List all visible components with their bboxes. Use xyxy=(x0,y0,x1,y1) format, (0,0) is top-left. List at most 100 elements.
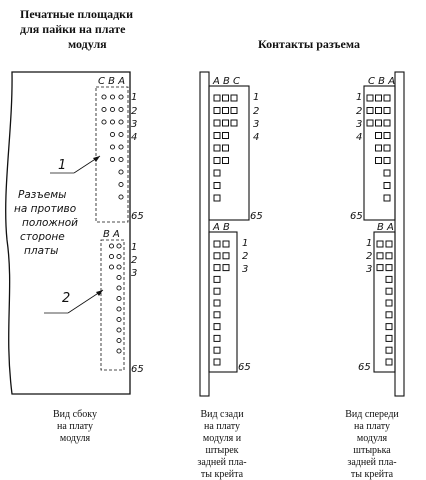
opposite-side-note: Разъемы на противо положной стороне плат… xyxy=(14,189,78,257)
solder-pad xyxy=(108,243,115,249)
caption-rear-view: Вид сзади на плату модуля и штырек задне… xyxy=(197,409,246,480)
backplane-board xyxy=(199,71,210,397)
callout-arrowhead xyxy=(93,156,100,162)
connector-contact xyxy=(213,275,221,283)
solder-pad xyxy=(118,144,124,150)
callout-label: 2 xyxy=(62,291,70,306)
note-line: на противо xyxy=(14,203,76,215)
solder-pad xyxy=(108,253,115,260)
caption-line: ты крейта xyxy=(201,469,244,480)
connector-contact xyxy=(383,94,391,102)
connector-contact xyxy=(222,119,229,127)
caption-line: штырька xyxy=(353,445,391,456)
solder-pad xyxy=(109,119,116,125)
connector-contact xyxy=(383,119,391,127)
row-label: 3 xyxy=(253,119,259,130)
row-labels-upper-right: 1 2 3 4 65 xyxy=(350,92,363,222)
caption-line: задней пла- xyxy=(197,457,246,468)
caption-line: задней пла- xyxy=(347,457,396,468)
solder-pad xyxy=(108,264,115,270)
connector-contact xyxy=(366,107,374,114)
lower-connector-body xyxy=(373,231,396,373)
connector-contact xyxy=(213,252,221,260)
upper-solder-pads xyxy=(101,94,124,200)
solder-pad xyxy=(101,94,107,100)
row-label: 2 xyxy=(242,251,248,262)
caption-side-view: Вид сбоку на плату модуля xyxy=(53,409,97,444)
upper-connector-body xyxy=(363,85,396,221)
connector-contact xyxy=(222,107,229,114)
column-labels: B A xyxy=(377,222,394,233)
connector-contact xyxy=(385,264,393,272)
solder-pad xyxy=(116,327,122,333)
solder-pad xyxy=(109,94,116,100)
caption-line: штырек xyxy=(205,445,238,456)
backplane-board xyxy=(394,71,405,397)
row-label: 1 xyxy=(253,92,259,103)
row-label: 1 xyxy=(366,238,372,249)
row-label: 2 xyxy=(366,251,372,262)
connector-contact xyxy=(213,182,221,189)
solder-pad xyxy=(109,106,116,113)
caption-line: Вид сзади xyxy=(200,409,244,420)
connector-contact xyxy=(213,240,221,248)
callout-arrowhead xyxy=(96,290,103,296)
upper-pad-area xyxy=(95,86,129,223)
callout-label: 1 xyxy=(58,158,66,173)
connector-contact xyxy=(213,287,221,295)
row-label: 2 xyxy=(356,106,362,117)
caption-line: модуля xyxy=(357,433,388,444)
connector-contact xyxy=(213,119,221,127)
row-labels-lower-middle: 1 2 3 65 xyxy=(238,238,251,373)
caption-line: ты крейта xyxy=(351,469,394,480)
connector-contact xyxy=(213,107,221,114)
caption-line: модуля и xyxy=(203,433,242,444)
solder-pad xyxy=(116,348,122,354)
note-line: стороне xyxy=(20,231,65,243)
connector-contact xyxy=(376,240,384,248)
connector-contact xyxy=(383,169,391,177)
connector-contact xyxy=(222,144,229,152)
connector-contact xyxy=(213,334,221,342)
solder-pad xyxy=(116,295,122,302)
row-label: 4 xyxy=(131,132,137,143)
solder-pad xyxy=(118,169,124,175)
connector-contact xyxy=(213,157,221,164)
row-label: 65 xyxy=(358,362,371,373)
caption-line: Вид спереди xyxy=(345,409,399,420)
connector-contact xyxy=(213,132,221,139)
connector-contact xyxy=(376,264,384,272)
connector-contact xyxy=(385,323,393,331)
solder-pad xyxy=(116,316,122,323)
row-label: 1 xyxy=(242,238,248,249)
connector-contact xyxy=(213,194,221,202)
solder-pad xyxy=(118,156,124,163)
lower-contact-array xyxy=(213,240,230,366)
connector-contact xyxy=(366,94,374,102)
connector-contact xyxy=(383,144,391,152)
connector-contact xyxy=(383,194,391,202)
connector-contact xyxy=(222,132,229,139)
connector-contact xyxy=(385,299,393,307)
front-view-connector: C B A B A 1 2 3 4 65 1 2 3 65 xyxy=(350,71,405,397)
connector-contact xyxy=(213,299,221,307)
connector-contact xyxy=(366,119,374,127)
callout-leader xyxy=(67,289,104,314)
upper-connector-body xyxy=(208,85,250,221)
connector-contact xyxy=(222,240,230,248)
row-label: 4 xyxy=(253,132,259,143)
connector-contact xyxy=(213,94,221,102)
callout-1: 1 xyxy=(50,155,101,174)
solder-pad xyxy=(116,337,122,344)
connector-contact xyxy=(383,132,391,139)
heading-right: Контакты разъема xyxy=(258,37,360,51)
row-label: 65 xyxy=(350,211,363,222)
connector-contact xyxy=(213,144,221,152)
connector-contact xyxy=(376,252,384,260)
column-labels: A B xyxy=(212,222,230,233)
solder-pad xyxy=(109,156,116,163)
solder-pad xyxy=(118,131,124,138)
lower-contact-array xyxy=(376,240,393,366)
connector-contact xyxy=(222,264,230,272)
column-labels: A B C xyxy=(212,76,240,87)
